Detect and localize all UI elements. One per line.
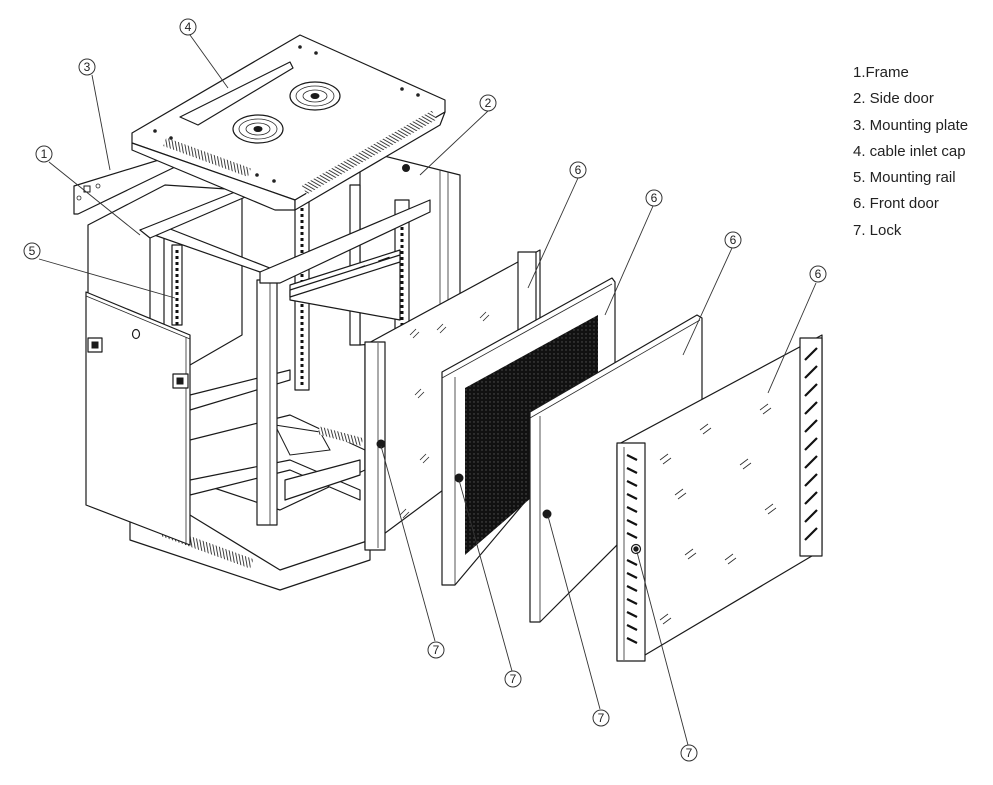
callout-4: 4 — [179, 18, 197, 36]
callout-6: 6 — [809, 265, 827, 283]
svg-text:5: 5 — [29, 244, 36, 258]
legend-item-frame: 1.Frame — [853, 64, 909, 81]
svg-text:1: 1 — [41, 147, 48, 161]
lock-icon — [376, 439, 386, 449]
callout-6: 6 — [645, 189, 663, 207]
parts-legend: 1.Frame 2. Side door 3. Mounting plate 4… — [853, 62, 968, 246]
legend-item-mounting-plate: 3. Mounting plate — [853, 116, 969, 134]
callout-6: 6 — [569, 161, 587, 179]
svg-text:3: 3 — [84, 60, 91, 74]
svg-text:7: 7 — [510, 672, 517, 686]
fan-icon — [232, 114, 284, 144]
legend-item-mounting-rail: 5. Mounting rail — [853, 169, 956, 187]
vent-slots — [626, 347, 818, 644]
front-right-upright — [256, 279, 278, 526]
callout-7: 7 — [680, 744, 698, 762]
fan-icon — [289, 81, 341, 111]
svg-text:4: 4 — [185, 20, 192, 34]
callout-6: 6 — [724, 231, 742, 249]
mounting-rail — [171, 244, 183, 326]
svg-text:2: 2 — [485, 96, 492, 110]
leader-lines — [38, 34, 817, 746]
legend-item-cable-inlet-cap: 4. cable inlet cap — [853, 142, 966, 160]
callout-7: 7 — [427, 641, 445, 659]
callout-7: 7 — [504, 670, 522, 688]
callout-7: 7 — [592, 709, 610, 727]
callout-2: 2 — [479, 94, 497, 112]
legend-item-side-door: 2. Side door — [853, 90, 934, 108]
lock-icon — [542, 509, 552, 519]
svg-text:7: 7 — [433, 643, 440, 657]
svg-text:6: 6 — [815, 267, 822, 281]
svg-text:6: 6 — [651, 191, 658, 205]
svg-text:7: 7 — [686, 746, 693, 760]
callout-3: 3 — [78, 58, 96, 76]
left-side-door — [85, 291, 191, 546]
svg-text:6: 6 — [730, 233, 737, 247]
side-door-knob — [402, 164, 410, 172]
svg-text:7: 7 — [598, 711, 605, 725]
front-door-glass-2 — [616, 334, 823, 662]
cable-inlet-slot — [179, 61, 294, 126]
callout-5: 5 — [23, 242, 41, 260]
legend-item-lock: 7. Lock — [853, 221, 902, 239]
callout-1: 1 — [35, 145, 53, 163]
cable-inlet-cap — [131, 34, 446, 211]
legend-item-front-door: 6. Front door — [853, 195, 939, 213]
svg-text:6: 6 — [575, 163, 582, 177]
lock-icon — [454, 473, 464, 483]
